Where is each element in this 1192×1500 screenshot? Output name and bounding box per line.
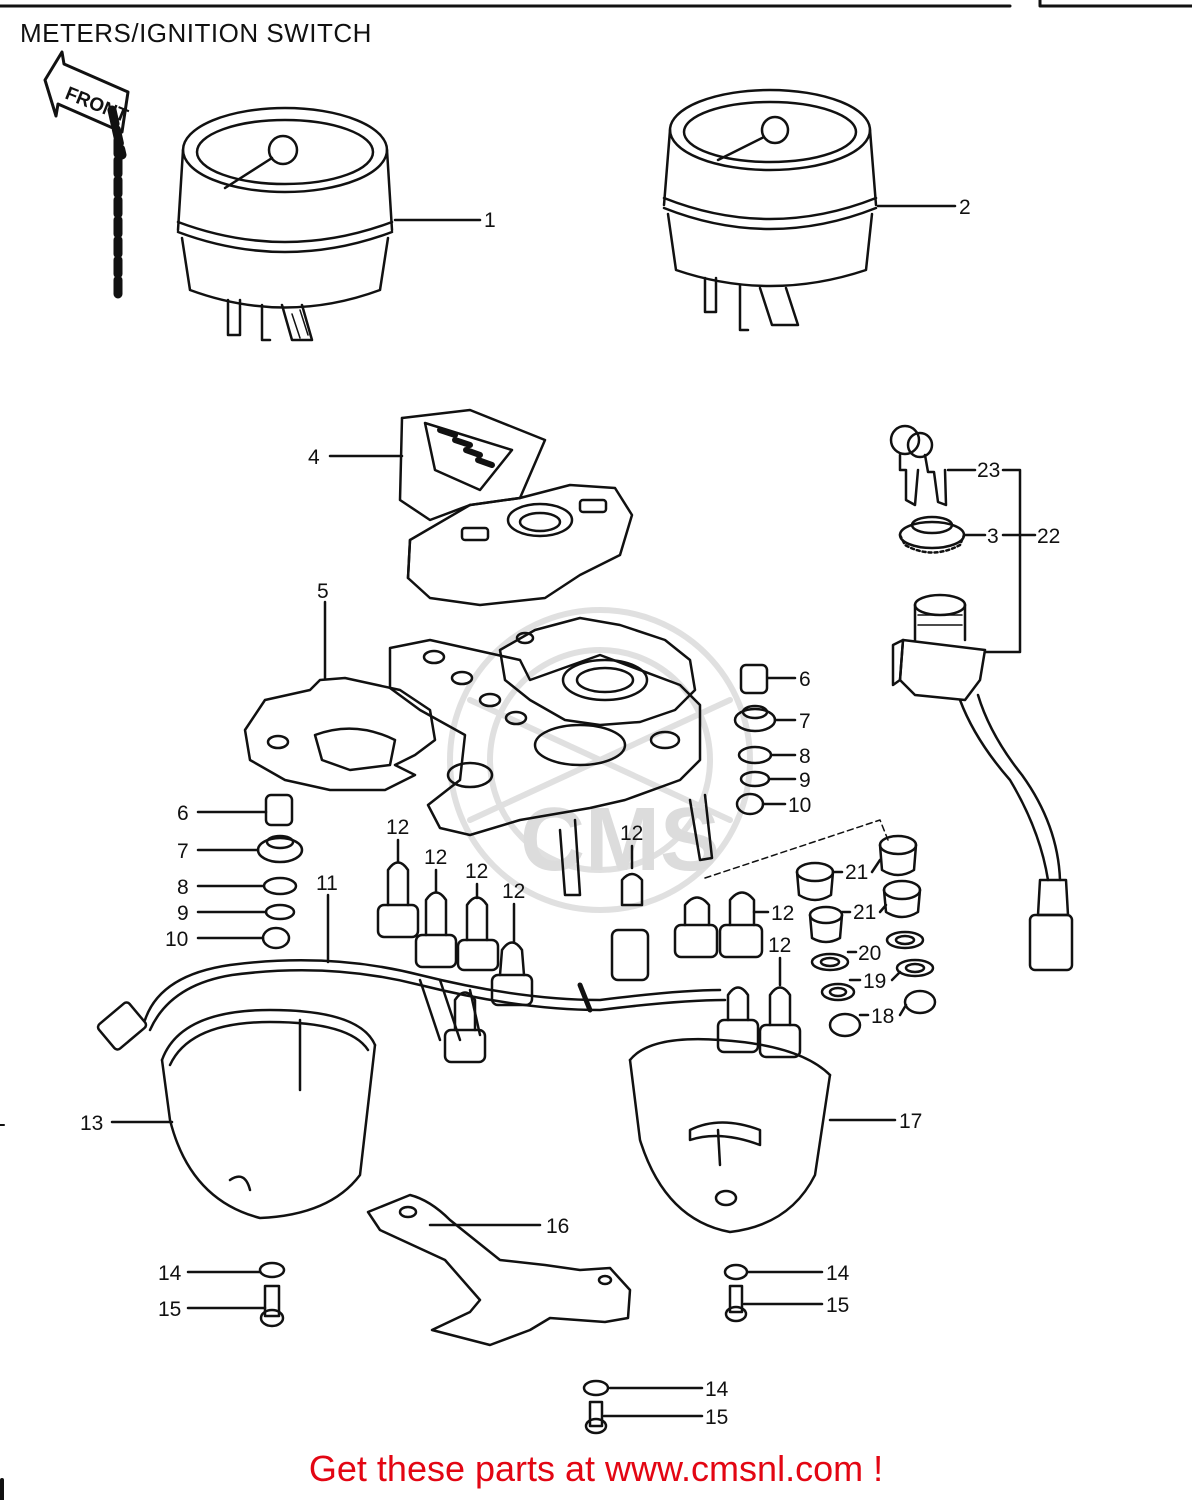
callout-14-bottom: 14 (705, 1378, 729, 1401)
left-meter-case (160, 1008, 377, 1220)
watermark-logo (447, 607, 753, 913)
bulb-socket (443, 991, 487, 1064)
callout-6-right: 6 (799, 668, 811, 691)
callout-12g: 12 (768, 934, 791, 957)
callout-14-right: 14 (826, 1262, 850, 1285)
callout-2: 2 (959, 196, 971, 219)
footer-link-text[interactable]: Get these parts at www.cmsnl.com ! (308, 1448, 884, 1489)
bulb-socket (376, 861, 420, 939)
center-bracket (388, 638, 714, 897)
callout-20: 20 (858, 942, 881, 965)
callout-10-right: 10 (788, 794, 811, 817)
page-title: METERS/IGNITION SWITCH (20, 18, 372, 48)
bulb-socket (490, 941, 534, 1007)
callout-1: 1 (484, 209, 496, 232)
bulb-socket (718, 891, 764, 959)
bulb-socket (414, 891, 458, 969)
wiring-harness (96, 959, 727, 1051)
callout-9-left: 9 (177, 902, 189, 925)
callout-21a: 21 (845, 861, 868, 884)
ignition-switch (891, 593, 1074, 972)
speedometer-meter (176, 106, 394, 342)
right-washer-screw (723, 1263, 749, 1323)
callout-22: 22 (1037, 525, 1060, 548)
callout-18: 18 (871, 1005, 894, 1028)
callout-12f: 12 (771, 902, 794, 925)
callout-15-left: 15 (158, 1298, 181, 1321)
callout-12c: 12 (465, 860, 488, 883)
callout-21b: 21 (853, 901, 876, 924)
right-meter-bracket (498, 616, 697, 727)
callout-16: 16 (546, 1215, 569, 1238)
meter-cover-part (398, 408, 634, 607)
callout-17: 17 (899, 1110, 922, 1133)
bulb-socket (610, 872, 650, 982)
bulb-socket (758, 986, 802, 1059)
callout-6-left: 6 (177, 802, 189, 825)
callout-19: 19 (863, 970, 886, 993)
callout-4: 4 (308, 446, 320, 469)
ignition-key (889, 424, 948, 507)
callout-3: 3 (987, 525, 999, 548)
watermark-text: CMS (520, 790, 720, 890)
meter-stay-bracket (366, 1193, 632, 1347)
bulb-socket (673, 896, 719, 959)
bulb-socket-group (376, 861, 802, 1064)
left-meter-bracket (243, 676, 437, 792)
ignition-nut (898, 515, 966, 554)
bulb-socket (456, 896, 500, 972)
top-right-bracket (1038, 0, 1192, 8)
left-washer-screw (258, 1261, 286, 1328)
callout-15-bottom: 15 (705, 1406, 728, 1429)
bulb-socket (716, 986, 760, 1054)
callout-5: 5 (317, 580, 329, 603)
callout-15-right: 15 (826, 1294, 849, 1317)
callout-labels: 1 2 4 23 3 22 5 6 7 8 9 10 6 7 8 9 10 11… (80, 196, 1060, 1429)
callout-14-left: 14 (158, 1262, 182, 1285)
front-arrow (43, 50, 130, 305)
right-small-parts (795, 834, 937, 1038)
callout-12e: 12 (620, 822, 643, 845)
bracket-22 (983, 468, 1022, 654)
tachometer-meter (662, 88, 878, 332)
callout-13: 13 (80, 1112, 103, 1135)
callout-11: 11 (316, 872, 338, 895)
callout-23: 23 (977, 459, 1000, 482)
callout-12b: 12 (424, 846, 447, 869)
right-meter-case (628, 1037, 832, 1234)
callout-7-right: 7 (799, 710, 811, 733)
callout-7-left: 7 (177, 840, 189, 863)
left-fastener-stack (256, 793, 304, 950)
bottom-washer-screw (582, 1379, 610, 1435)
callout-8-right: 8 (799, 745, 811, 768)
callout-8-left: 8 (177, 876, 189, 899)
right-fastener-stack (733, 663, 777, 816)
callout-12a: 12 (386, 816, 409, 839)
callout-12d: 12 (502, 880, 525, 903)
callout-9-right: 9 (799, 769, 811, 792)
dashed-reference-line (704, 819, 889, 879)
callout-10-left: 10 (165, 928, 188, 951)
